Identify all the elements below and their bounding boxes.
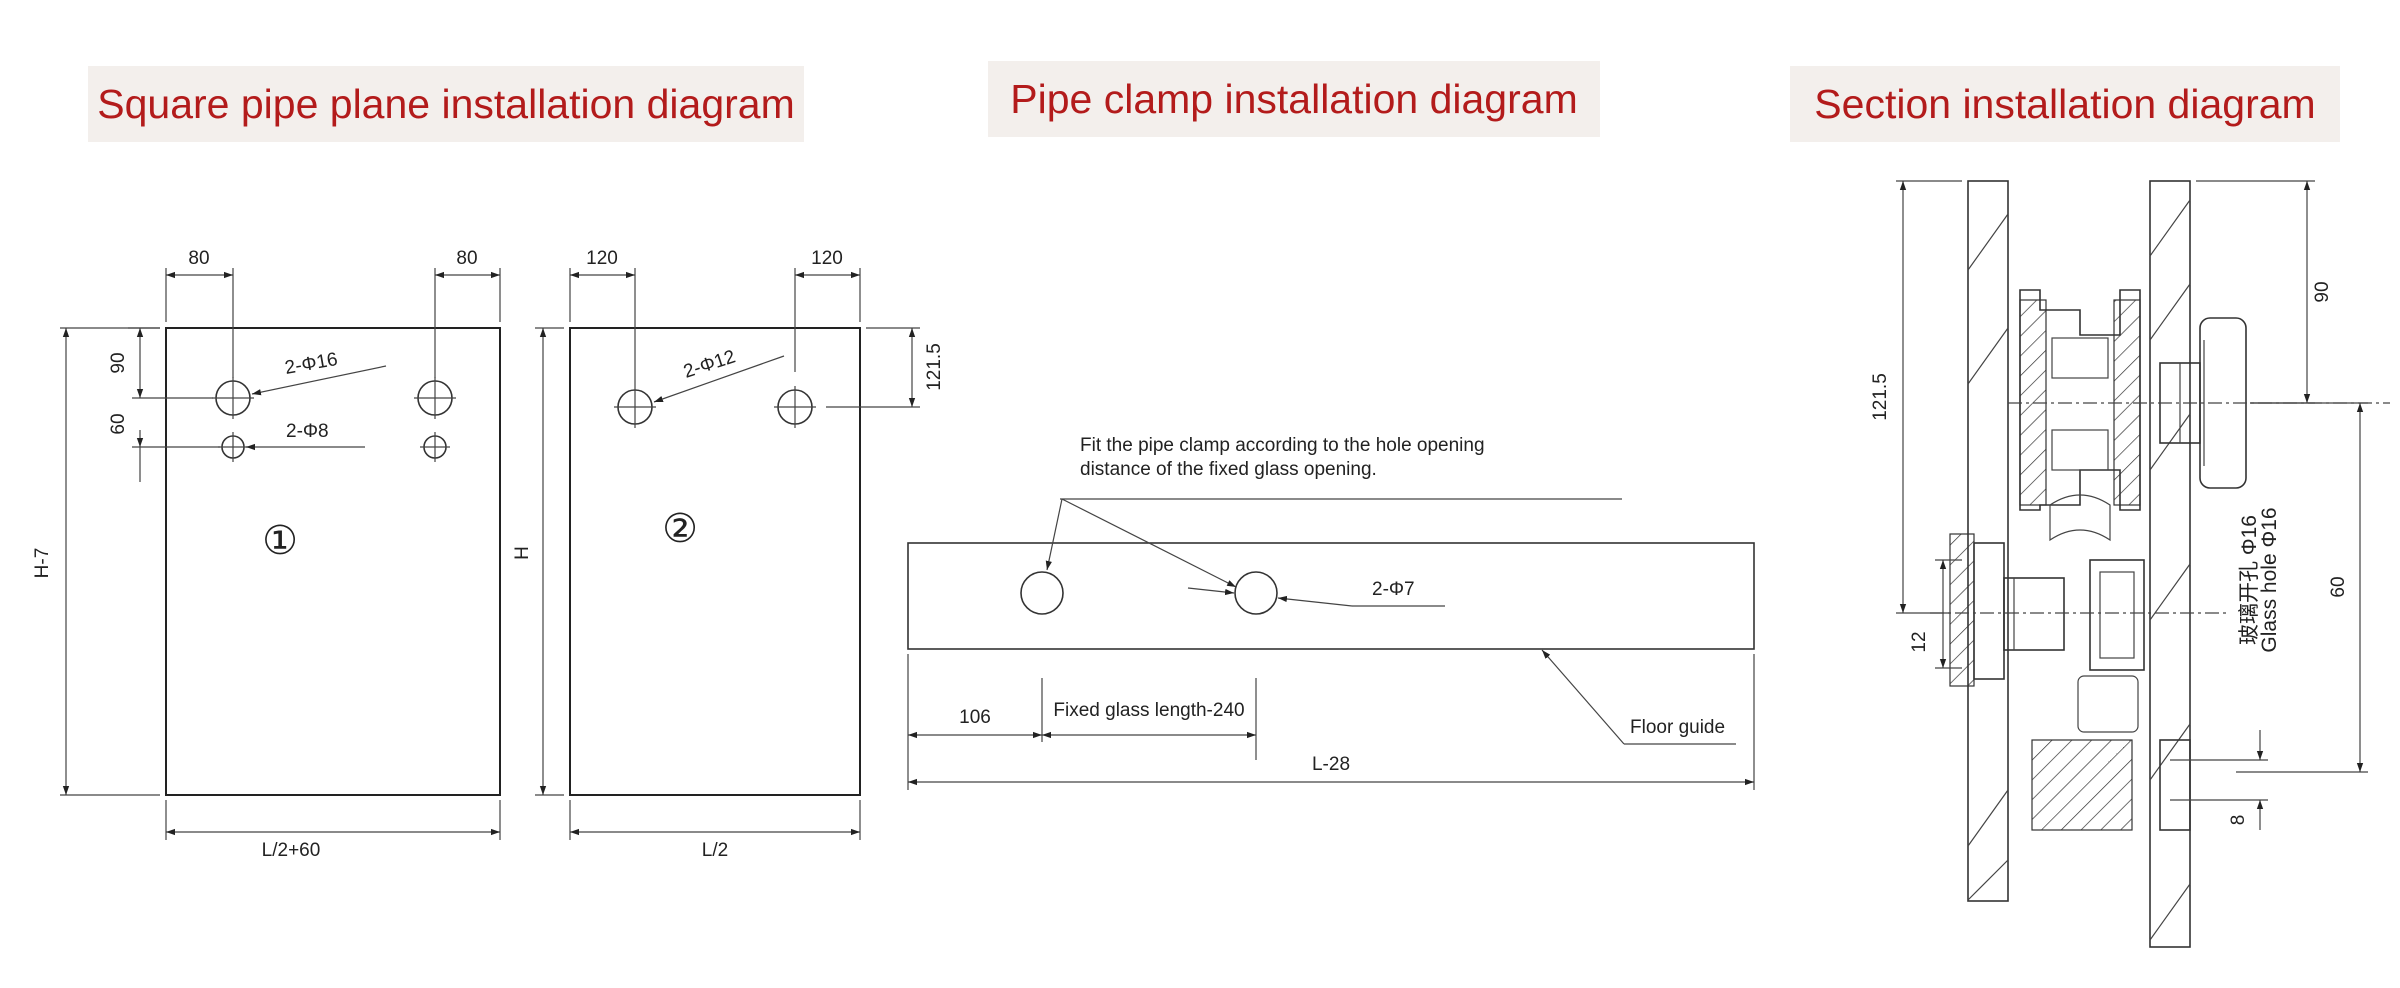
clamp-hole-right [1234, 571, 1278, 615]
panel-2-outline [569, 327, 861, 796]
section-diagram: 121.5 12 90 60 8 玻璃开孔 Φ16 Glass hole Φ16 [1870, 180, 2390, 948]
panel-2-dim-right: 120 [811, 248, 843, 269]
section-dim-12: 12 [1909, 631, 1930, 652]
clamp-dim-total: L-28 [1312, 754, 1350, 775]
title-square-pipe-text: Square pipe plane installation diagram [97, 80, 795, 127]
clamp-hole-left [1020, 571, 1064, 615]
clamp-floor-guide: Floor guide [1630, 717, 1725, 738]
section-dim-121-5: 121.5 [1870, 373, 1891, 421]
pipe-clamp-diagram: Fit the pipe clamp according to the hole… [907, 435, 1755, 790]
panel-2-dim-left: 120 [586, 248, 618, 269]
panel-1-dim-left: 80 [188, 248, 209, 269]
section-upper-clamp [2019, 289, 2247, 542]
section-dim-60: 60 [2328, 576, 2349, 597]
title-section: Section installation diagram [1790, 66, 2340, 142]
section-dim-90: 90 [2312, 281, 2333, 302]
clamp-note-line-2: distance of the fixed glass opening. [1080, 459, 1377, 480]
panel-1-large-holes [212, 377, 456, 419]
section-glass-right [2149, 180, 2191, 948]
panel-1-number: ① [262, 519, 298, 563]
panel-1-square-pipe: 80 80 90 60 2-Φ16 2-Φ8 H-7 L/2+60 ① [32, 248, 501, 861]
panel-1-dim-90: 90 [108, 352, 129, 373]
title-pipe-clamp-text: Pipe clamp installation diagram [1010, 75, 1578, 122]
panel-1-dim-right: 80 [456, 248, 477, 269]
panel-1-width: L/2+60 [262, 840, 321, 861]
clamp-bar [907, 542, 1755, 650]
clamp-hole-label: 2-Φ7 [1372, 579, 1415, 600]
panel-2-holes [614, 386, 816, 428]
title-pipe-clamp: Pipe clamp installation diagram [988, 61, 1600, 137]
clamp-dim-106: 106 [959, 707, 991, 728]
panel-2-dim-side: 121.5 [924, 343, 945, 391]
panel-1-small-holes [218, 432, 450, 462]
section-lower-clamp [1949, 533, 2230, 831]
title-section-text: Section installation diagram [1814, 80, 2316, 127]
panel-1-hole-large: 2-Φ16 [283, 349, 339, 379]
clamp-note-line-1: Fit the pipe clamp according to the hole… [1080, 435, 1485, 456]
panel-2-hole: 2-Φ12 [681, 346, 738, 382]
clamp-dim-fixed: Fixed glass length-240 [1053, 700, 1244, 721]
panel-1-height: H-7 [32, 548, 53, 579]
title-square-pipe: Square pipe plane installation diagram [88, 66, 804, 142]
panel-1-dim-60: 60 [108, 413, 129, 434]
section-glass-hole-cn: 玻璃开孔 Φ16 [2238, 515, 2261, 645]
section-glass-hole-en: Glass hole Φ16 [2258, 507, 2281, 652]
panel-2-height: H [512, 546, 533, 560]
panel-2-number: ② [662, 507, 698, 551]
section-dim-8: 8 [2228, 815, 2249, 826]
panel-2-square-pipe: 120 120 121.5 2-Φ12 H L/2 ② [512, 248, 945, 861]
panel-2-width: L/2 [702, 840, 728, 861]
panel-1-outline [165, 327, 501, 796]
panel-1-hole-small: 2-Φ8 [286, 421, 329, 442]
